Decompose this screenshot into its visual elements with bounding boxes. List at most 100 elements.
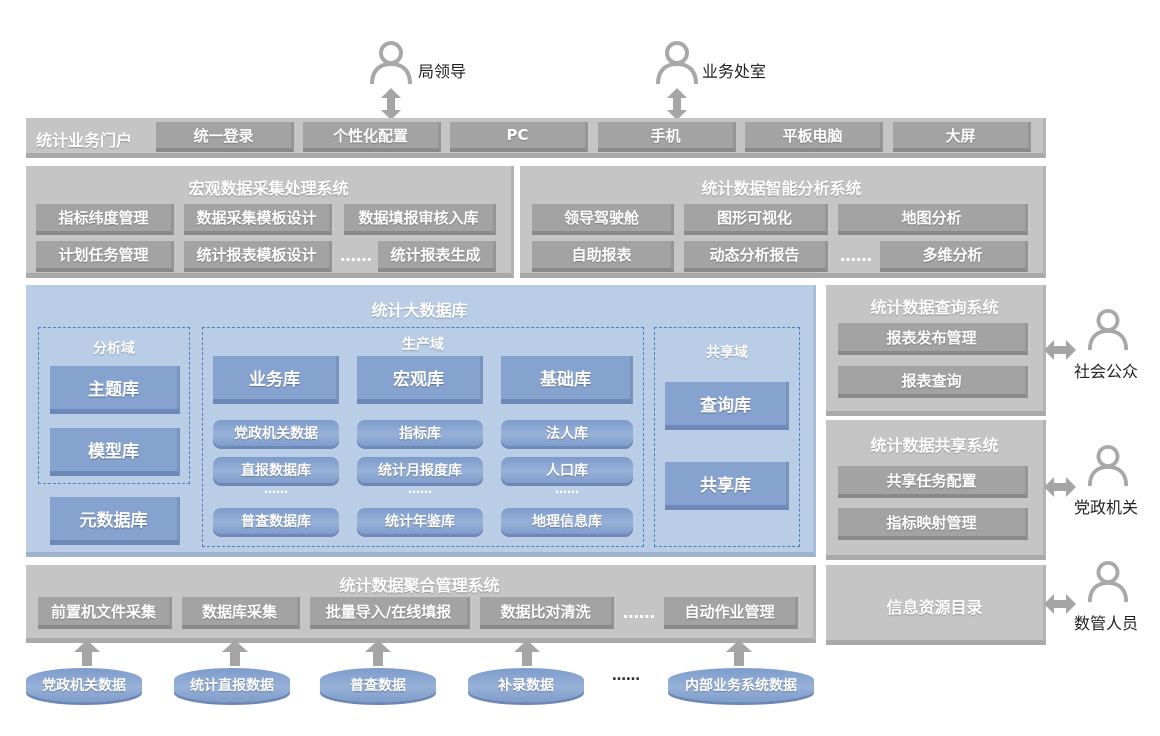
aggregate-item[interactable]: 数据库采集	[182, 597, 300, 629]
big-data-warehouse: 统计大数据库 分析域 主题库 模型库 元数据库 生产域 业务库 宏观库 基础库 …	[26, 285, 816, 557]
analysis-item[interactable]: 领导驾驶舱	[532, 204, 674, 235]
db-cylinder[interactable]: 普查数据库	[213, 508, 339, 534]
db-cylinder[interactable]: 直报数据库	[213, 457, 339, 483]
macro-item[interactable]: 统计报表模板设计	[184, 241, 332, 272]
macro-item[interactable]: 数据采集模板设计	[184, 204, 332, 235]
user-public-label: 社会公众	[1074, 362, 1139, 381]
db-cylinder[interactable]: 统计年鉴库	[357, 508, 483, 534]
source-cylinder[interactable]: 内部业务系统数据	[668, 668, 814, 702]
aggregate-item[interactable]: 数据比对清洗	[480, 597, 614, 629]
analysis-domain-title: 分析域	[93, 341, 135, 357]
portal-item-tablet[interactable]: 平板电脑	[745, 122, 883, 152]
model-db[interactable]: 模型库	[50, 428, 180, 476]
col3-ellipsis: ……	[555, 482, 579, 496]
aggregate-item[interactable]: 前置机文件采集	[38, 597, 172, 629]
base-db[interactable]: 基础库	[501, 356, 633, 404]
db-cylinder[interactable]: 指标库	[357, 420, 483, 446]
up-arrow-icon	[365, 640, 391, 666]
analysis-item[interactable]: 动态分析报告	[684, 241, 828, 272]
shared-db[interactable]: 共享库	[665, 462, 789, 510]
up-arrow-icon	[222, 640, 248, 666]
person-icon	[656, 41, 698, 85]
macro-title: 宏观数据采集处理系统	[188, 179, 349, 198]
analysis-domain: 分析域 主题库 模型库	[38, 327, 190, 484]
query-system-item[interactable]: 报表查询	[838, 366, 1028, 398]
source-cylinder[interactable]: 统计直报数据	[174, 668, 290, 702]
bigdata-title: 统计大数据库	[371, 301, 468, 320]
person-icon	[1087, 560, 1129, 603]
share-domain: 共享域 查询库 共享库	[654, 327, 800, 547]
macro-item[interactable]: 计划任务管理	[36, 241, 174, 272]
macro-collection-system: 宏观数据采集处理系统 指标纬度管理 数据采集模板设计 数据填报审核入库 计划任务…	[26, 166, 514, 278]
production-domain: 生产域 业务库 宏观库 基础库 党政机关数据 直报数据库 …… 普查数据库 指标…	[202, 327, 644, 547]
sources-ellipsis: ……	[612, 668, 640, 684]
double-arrow-icon	[381, 88, 401, 120]
source-cylinder[interactable]: 普查数据	[320, 668, 436, 702]
db-cylinder[interactable]: 地理信息库	[501, 508, 633, 534]
intelligent-analysis-system: 统计数据智能分析系统 领导驾驶舱 图形可视化 地图分析 自助报表 动态分析报告 …	[520, 166, 1046, 278]
user-admin-label: 数管人员	[1074, 614, 1139, 633]
catalog-title: 信息资源目录	[886, 598, 983, 617]
share-domain-title: 共享域	[706, 345, 748, 361]
double-arrow-icon	[667, 88, 687, 120]
double-arrow-icon	[1044, 594, 1076, 614]
share-system: 统计数据共享系统 共享任务配置 指标映射管理	[826, 420, 1046, 560]
person-icon	[370, 41, 412, 85]
macro-item[interactable]: 指标纬度管理	[36, 204, 174, 235]
portal-item-bigscreen[interactable]: 大屏	[893, 122, 1031, 152]
macro-item[interactable]: 数据填报审核入库	[344, 204, 496, 235]
query-db[interactable]: 查询库	[665, 382, 789, 430]
portal-item-personalize[interactable]: 个性化配置	[303, 122, 441, 152]
user-leader: 局领导	[368, 40, 488, 90]
business-portal: 统计业务门户 统一登录 个性化配置 PC 手机 平板电脑 大屏	[26, 118, 1046, 158]
user-office: 业务处室	[654, 40, 794, 90]
analysis-ellipsis: ……	[840, 246, 872, 265]
analysis-title: 统计数据智能分析系统	[701, 179, 862, 198]
up-arrow-icon	[74, 640, 100, 666]
portal-item-login[interactable]: 统一登录	[156, 122, 294, 152]
up-arrow-icon	[514, 640, 540, 666]
macro-item[interactable]: 统计报表生成	[378, 241, 496, 272]
double-arrow-icon	[1044, 340, 1076, 360]
user-leader-label: 局领导	[418, 62, 467, 81]
analysis-item[interactable]: 地图分析	[838, 204, 1028, 235]
analysis-item[interactable]: 多维分析	[880, 241, 1028, 272]
db-cylinder[interactable]: 人口库	[501, 457, 633, 483]
analysis-item[interactable]: 自助报表	[532, 241, 674, 272]
person-icon	[1087, 444, 1129, 487]
portal-item-pc[interactable]: PC	[450, 122, 588, 152]
business-db[interactable]: 业务库	[213, 356, 339, 404]
portal-item-mobile[interactable]: 手机	[598, 122, 736, 152]
person-icon	[1087, 308, 1129, 351]
db-cylinder[interactable]: 统计月报度库	[357, 457, 483, 483]
portal-title: 统计业务门户	[36, 131, 133, 150]
query-system-item[interactable]: 报表发布管理	[838, 323, 1028, 355]
theme-db[interactable]: 主题库	[50, 366, 180, 414]
resource-catalog[interactable]: 信息资源目录	[826, 565, 1046, 645]
user-gov-label: 党政机关	[1074, 498, 1139, 517]
share-system-item[interactable]: 共享任务配置	[838, 466, 1028, 498]
share-system-title: 统计数据共享系统	[870, 436, 999, 455]
metadata-db[interactable]: 元数据库	[50, 497, 180, 545]
col1-ellipsis: ……	[264, 482, 288, 496]
up-arrow-icon	[726, 640, 752, 666]
aggregate-system: 统计数据聚合管理系统 前置机文件采集 数据库采集 批量导入/在线填报 数据比对清…	[26, 565, 816, 643]
aggregate-title: 统计数据聚合管理系统	[339, 576, 500, 595]
aggregate-item[interactable]: 自动作业管理	[664, 597, 798, 629]
source-cylinder[interactable]: 党政机关数据	[26, 668, 142, 702]
db-cylinder[interactable]: 法人库	[501, 420, 633, 446]
aggregate-ellipsis: ……	[623, 603, 655, 622]
source-cylinder[interactable]: 补录数据	[468, 668, 584, 702]
db-cylinder[interactable]: 党政机关数据	[213, 420, 339, 446]
aggregate-item[interactable]: 批量导入/在线填报	[310, 597, 470, 629]
share-system-item[interactable]: 指标映射管理	[838, 508, 1028, 540]
double-arrow-icon	[1044, 477, 1076, 497]
user-public: 社会公众	[1072, 308, 1152, 381]
analysis-item[interactable]: 图形可视化	[684, 204, 828, 235]
macro-ellipsis: ……	[340, 246, 372, 265]
user-admin: 数管人员	[1072, 560, 1152, 633]
col2-ellipsis: ……	[408, 482, 432, 496]
user-office-label: 业务处室	[702, 62, 767, 81]
macro-db[interactable]: 宏观库	[357, 356, 483, 404]
user-gov: 党政机关	[1072, 444, 1152, 517]
